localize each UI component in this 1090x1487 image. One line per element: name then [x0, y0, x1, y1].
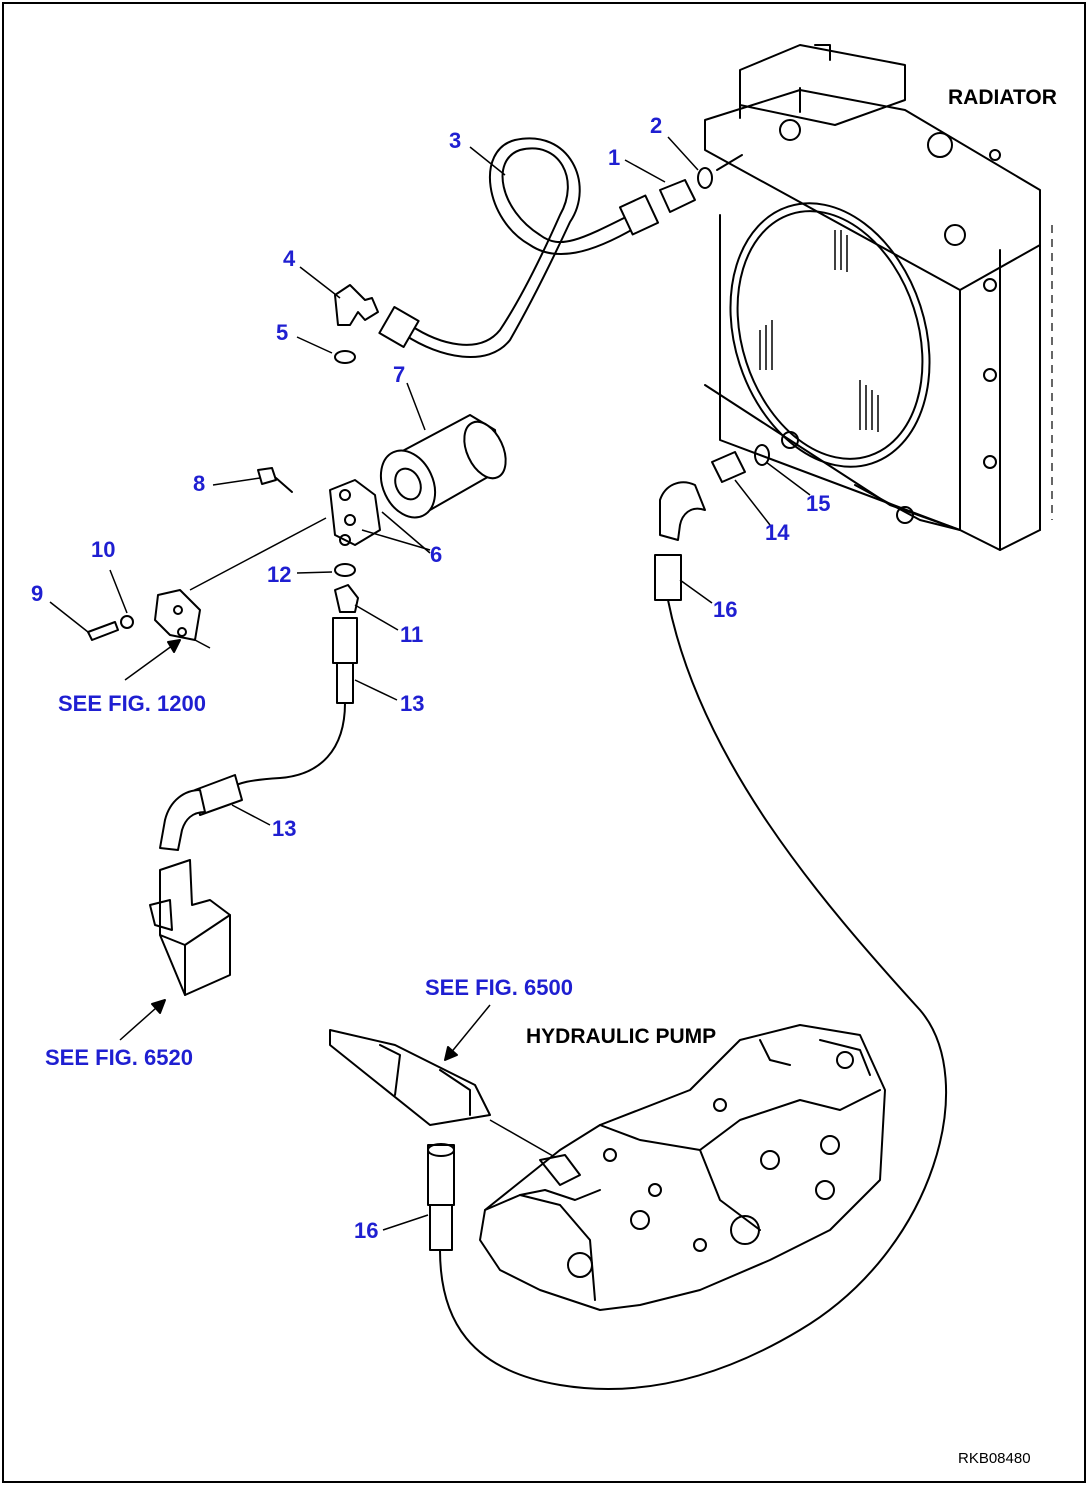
see-fig-6500-link[interactable]: SEE FIG. 6500: [425, 975, 573, 1000]
callout-10: 10: [91, 537, 115, 562]
hose-3-assembly: [378, 137, 743, 359]
callout-7: 7: [393, 362, 405, 387]
hydraulic-pump-label: HYDRAULIC PUMP: [526, 1025, 716, 1048]
callout-16-upper: 16: [713, 597, 737, 622]
leader-lines: [49, 136, 811, 1231]
callout-12: 12: [267, 562, 291, 587]
callout-11: 11: [400, 622, 423, 647]
filter-head-6: [189, 467, 381, 591]
elbow-4: [334, 284, 379, 364]
callout-9: 9: [31, 581, 43, 606]
bracket: [87, 589, 211, 649]
see-fig-6520-link[interactable]: SEE FIG. 6520: [45, 1045, 193, 1070]
callout-3: 3: [449, 128, 461, 153]
callout-16-lower: 16: [354, 1218, 378, 1243]
see-fig-1200-link[interactable]: SEE FIG. 1200: [58, 691, 206, 716]
callout-15: 15: [806, 491, 830, 516]
drawing-code: RKB08480: [958, 1450, 1031, 1467]
callout-13-upper: 13: [400, 691, 424, 716]
valve-block: [149, 859, 231, 996]
hose-13-assembly: [159, 563, 359, 851]
radiator-label: RADIATOR: [948, 86, 1057, 109]
callout-1: 1: [608, 145, 620, 170]
callout-2: 2: [650, 113, 662, 138]
hydraulic-pump: [329, 1024, 886, 1311]
callout-14: 14: [765, 520, 790, 545]
radiator-drawing: [704, 44, 1053, 551]
callout-4: 4: [283, 246, 296, 271]
hose-16-assembly: [427, 444, 948, 1391]
callout-5: 5: [276, 320, 288, 345]
callout-8: 8: [193, 471, 205, 496]
callout-13-lower: 13: [272, 816, 296, 841]
filter-7: [379, 414, 507, 519]
callout-6: 6: [430, 542, 442, 567]
